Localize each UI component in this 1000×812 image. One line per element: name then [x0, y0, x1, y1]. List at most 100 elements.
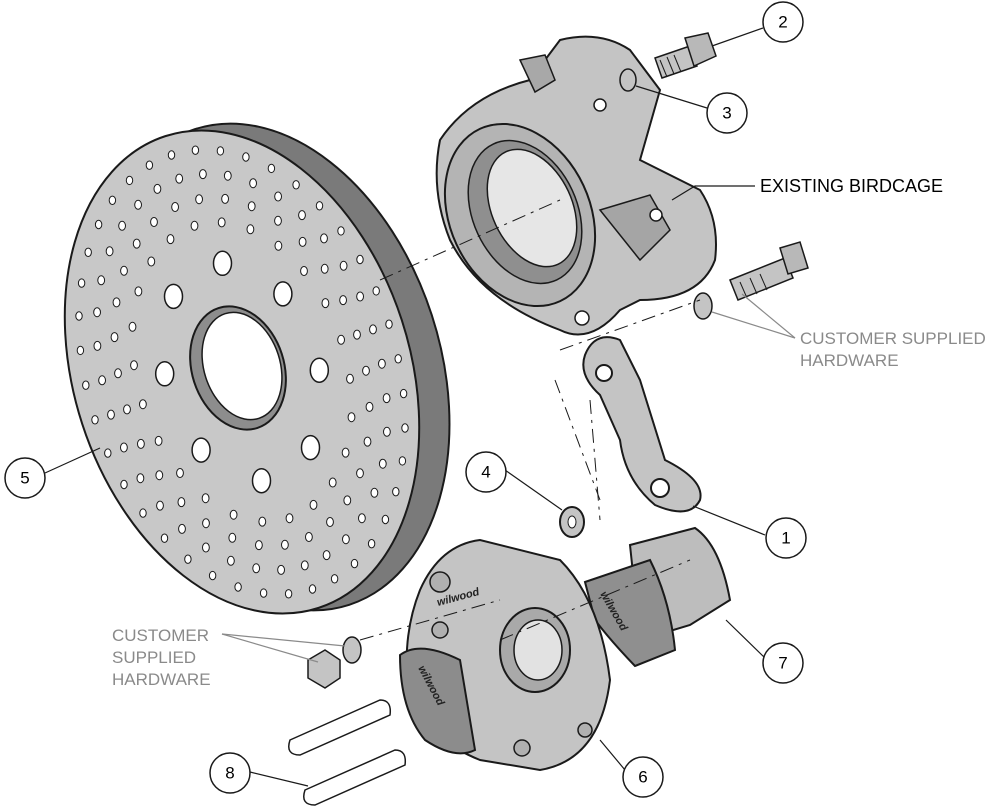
rotor-drill-hole [381, 514, 390, 525]
rotor-drill-hole [362, 365, 370, 376]
rotor-drill-hole [347, 412, 356, 423]
rotor-drill-hole [252, 563, 261, 574]
rotor-drill-hole [120, 265, 128, 276]
rotor-drill-hole [249, 178, 258, 189]
part-bubble-6[interactable]: 6 [622, 756, 664, 798]
rotor-drill-hole [147, 256, 156, 267]
rotor-drill-hole [217, 217, 226, 228]
rotor-drill-hole [369, 324, 377, 335]
rotor-drill-hole [382, 393, 391, 404]
rotor-drill-hole [383, 426, 391, 437]
part-bubble-8[interactable]: 8 [209, 752, 251, 794]
rotor-drill-hole [242, 152, 250, 162]
rotor-drill-hole [305, 532, 313, 542]
rotor-drill-hole [114, 368, 122, 379]
assembly-centerlines [359, 199, 701, 641]
rotor-drill-hole [247, 201, 256, 212]
rotor-drill-hole [223, 170, 232, 181]
brake-pads-part-7: wilwood [583, 526, 732, 668]
rotor-drill-hole [153, 183, 162, 194]
rotor-drill-hole [227, 555, 235, 566]
rotor-drill-hole [392, 487, 400, 497]
rotor-drill-hole [394, 354, 402, 364]
existing-birdcage-label: EXISTING BIRDCAGE [760, 176, 943, 196]
customer-hardware-left [307, 636, 362, 689]
rotor-drill-hole [292, 180, 300, 190]
part-number-7: 7 [778, 654, 787, 673]
part-number-2: 2 [778, 13, 787, 32]
rotor-drill-hole [337, 334, 346, 345]
rotor-drill-hole [356, 291, 365, 302]
rotor-drill-hole [300, 266, 308, 276]
rotor-drill-hole [339, 260, 348, 271]
rotor-drill-hole [108, 195, 117, 206]
rotor-drill-hole [229, 509, 238, 520]
part-bubble-1[interactable]: 1 [765, 517, 807, 559]
rotor-drill-hole [401, 423, 409, 433]
rotor-drill-hole [134, 286, 143, 297]
rotor-drill-hole [154, 435, 163, 446]
rotor-drill-hole [216, 146, 225, 156]
rotor-drill-hole [258, 516, 267, 527]
rotor-drill-hole [372, 286, 380, 296]
customer-washer-upper [693, 292, 713, 320]
rotor-drill-hole [326, 517, 334, 527]
rotor-drill-hole [137, 438, 145, 449]
rotor-drill-hole [91, 415, 99, 425]
rotor-drill-hole [184, 554, 192, 564]
rotor-drill-hole [112, 297, 121, 308]
rotor-drill-hole [118, 220, 126, 231]
customer-bolt-upper [729, 241, 809, 301]
rotor-drill-hole [75, 311, 83, 321]
bolt-part-2 [654, 32, 717, 79]
rotor-drill-hole [76, 345, 85, 356]
rotor-drill-hole [139, 399, 147, 410]
customer-supplied-hardware-label-right-line2: HARDWARE [800, 351, 899, 370]
rotor-drill-hole [77, 278, 86, 288]
part-bubble-4[interactable]: 4 [465, 451, 507, 493]
part-bubble-3[interactable]: 3 [706, 92, 748, 134]
rotor-drill-hole [208, 570, 217, 581]
part-bubble-7[interactable]: 7 [762, 642, 804, 684]
rotor-drill-hole [156, 500, 164, 511]
rotor-drill-hole [277, 564, 286, 575]
rotor-drill-hole [123, 404, 131, 415]
rotor-drill-hole [139, 508, 147, 518]
rotor-drill-hole [259, 588, 268, 598]
rotor-drill-hole [365, 401, 374, 412]
rotor-drill-hole [298, 210, 306, 221]
rotor-drill-hole [104, 448, 112, 458]
part-number-6: 6 [638, 768, 647, 787]
rotor-drill-hole [132, 238, 141, 249]
rotor-drill-hole [190, 220, 199, 231]
customer-supplied-hardware-label-right-line1: CUSTOMER SUPPLIED [800, 329, 986, 348]
rotor-drill-hole [125, 175, 134, 186]
rotor-drill-hole [342, 534, 350, 545]
rotor-drill-hole [346, 373, 354, 384]
part-bubble-2[interactable]: 2 [762, 1, 804, 43]
rotor-drill-hole [274, 215, 282, 226]
rotor-drill-hole [284, 589, 293, 599]
part-bubble-5[interactable]: 5 [4, 457, 46, 499]
rotor-drill-hole [285, 513, 294, 524]
rotor-drill-hole [221, 193, 230, 204]
rotor-drill-hole [93, 307, 101, 318]
rotor-drill-hole [298, 236, 307, 247]
rotor-drill-hole [110, 332, 119, 343]
rotor-drill-hole [309, 499, 318, 510]
rotor-drill-hole [120, 442, 128, 453]
rotor-drill-hole [320, 233, 328, 244]
rotor-drill-hole [320, 263, 329, 274]
rotor-drill-hole [358, 513, 366, 524]
rotor-drill-hole [378, 358, 386, 369]
rotor-drill-holes [75, 145, 409, 599]
rotor-drill-hole [315, 201, 324, 211]
customer-supplied-hardware-label-left-line3: HARDWARE [112, 670, 211, 689]
leader-lines-gray [221, 293, 796, 663]
rotor-drill-hole [178, 523, 186, 534]
rotor-drill-hole [339, 295, 348, 306]
rotor-drill-hole [167, 150, 176, 160]
rotor-drill-hole [356, 254, 364, 265]
rotor-drill-hole [84, 247, 92, 258]
